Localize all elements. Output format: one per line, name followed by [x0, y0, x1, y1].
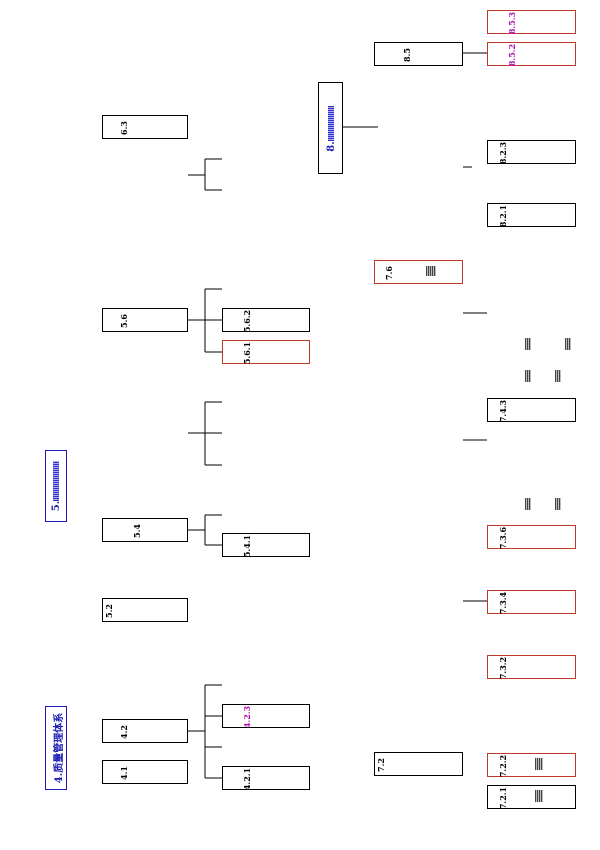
box-5-2-num: 5.2 — [104, 604, 114, 618]
box-8-5-3: 8.5.3 — [487, 10, 576, 34]
box-8-5-3-num: 8.5.3 — [507, 11, 517, 35]
box-8-2-1: 8.2.1 — [487, 203, 576, 227]
box-5-6-num: 5.6 — [119, 314, 129, 328]
box-7-3-6: 7.3.6 — [487, 525, 576, 549]
illegible-text — [525, 370, 531, 382]
box-5-4: 5.4 — [102, 518, 188, 542]
illegible-text — [565, 338, 571, 350]
box-7-2-1-num: 7.2.1 — [498, 786, 508, 810]
illegible-text — [525, 498, 531, 510]
box-8-5-num: 8.5 — [402, 48, 412, 62]
box-7-4-3-num: 7.4.3 — [498, 399, 508, 423]
box-5-4-num: 5.4 — [132, 524, 142, 538]
box-4-2-1: 4.2.1 — [222, 766, 310, 790]
box-7-2-num: 7.2 — [376, 758, 386, 772]
box-5-6: 5.6 — [102, 308, 188, 332]
box-7-2-2-num: 7.2.2 — [498, 754, 508, 778]
box-5-4-1-num: 5.4.1 — [242, 534, 252, 558]
root-label: 4.质量管理体系 — [53, 712, 65, 784]
box-4-2: 4.2 — [102, 719, 188, 743]
box-7-3-4-num: 7.3.4 — [498, 591, 508, 615]
box-5-2: 5.2 — [102, 598, 188, 622]
box-4-1-num: 4.1 — [119, 766, 129, 780]
box-7-3-2-num: 7.3.2 — [498, 656, 508, 680]
box-7-3-2: 7.3.2 — [487, 655, 576, 679]
box-8-2-3-num: 8.2.3 — [498, 141, 508, 165]
box-5-6-2: 5.6.2 — [222, 308, 310, 332]
box-6-3-num: 6.3 — [119, 121, 129, 135]
box-4-1: 4.1 — [102, 760, 188, 784]
box-8-5-2: 8.5.2 — [487, 42, 576, 66]
illegible-text — [535, 790, 543, 802]
box-8-2-1-num: 8.2.1 — [498, 204, 508, 228]
box-5-4-1: 5.4.1 — [222, 533, 310, 557]
box-6-3: 6.3 — [102, 115, 188, 139]
box-7-2: 7.2 — [374, 752, 463, 776]
box-8-2-3: 8.2.3 — [487, 140, 576, 164]
box-5-6-2-num: 5.6.2 — [242, 309, 252, 333]
section-5-num: 5. — [50, 500, 62, 512]
box-7-3-6-num: 7.3.6 — [498, 526, 508, 550]
illegible-text — [525, 338, 531, 350]
box-8-5-2-num: 8.5.2 — [507, 43, 517, 67]
illegible-text — [555, 498, 561, 510]
section-5-box: 5. — [45, 450, 67, 522]
box-7-2-1: 7.2.1 — [487, 785, 576, 809]
illegible-text — [426, 266, 436, 276]
section-5-label: 5. — [46, 451, 66, 521]
box-5-6-1: 5.6.1 — [222, 340, 310, 364]
box-7-3-4: 7.3.4 — [487, 590, 576, 614]
box-4-2-3: 4.2.3 — [222, 704, 310, 728]
box-7-4-3: 7.4.3 — [487, 398, 576, 422]
box-4-2-1-num: 4.2.1 — [242, 767, 252, 791]
root-box: 4.质量管理体系 — [45, 706, 67, 790]
illegible-text — [535, 758, 543, 770]
box-7-2-2: 7.2.2 — [487, 753, 576, 777]
box-7-6: 7.6 — [374, 260, 463, 284]
box-5-6-1-num: 5.6.1 — [242, 341, 252, 365]
box-8-5: 8.5 — [374, 42, 463, 66]
box-4-2-num: 4.2 — [119, 725, 129, 739]
section-8-box: 8. — [318, 82, 343, 174]
box-7-6-num: 7.6 — [384, 266, 394, 280]
section-8-label: 8. — [321, 87, 341, 171]
section-8-num: 8. — [325, 141, 337, 152]
box-4-2-3-num: 4.2.3 — [242, 705, 252, 729]
illegible-text — [555, 370, 561, 382]
